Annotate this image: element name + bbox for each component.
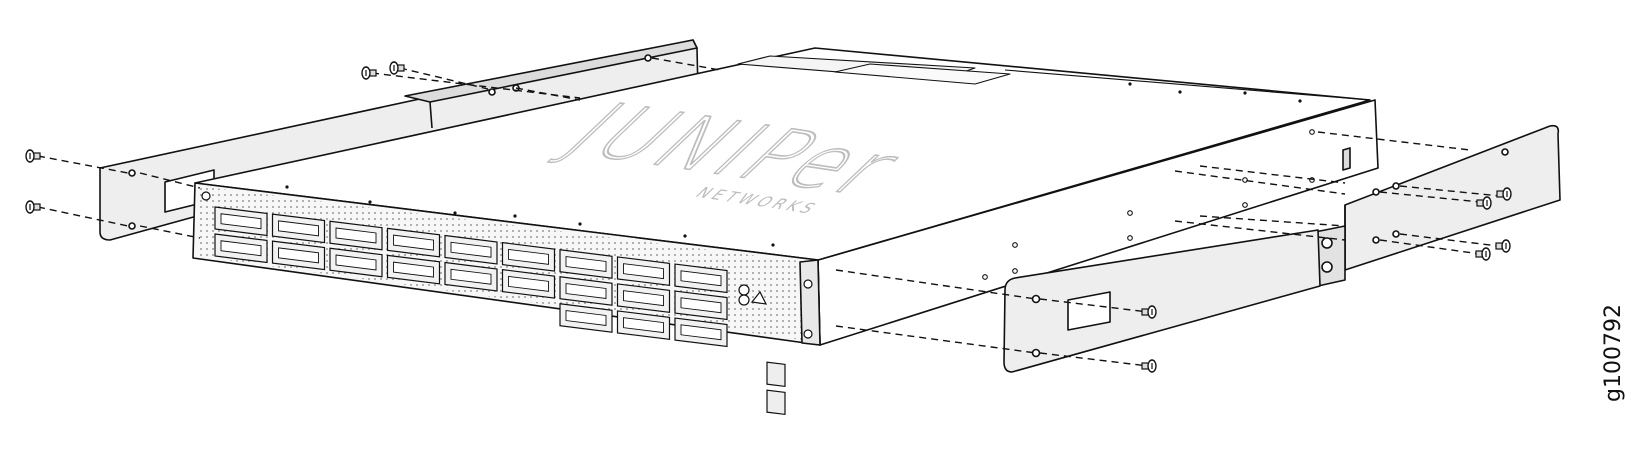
screw-icon xyxy=(25,200,41,214)
qsfp-port-opening xyxy=(393,234,434,251)
management-ports xyxy=(201,191,813,416)
qsfp-port-opening xyxy=(565,283,607,299)
screw-icon xyxy=(1141,359,1157,373)
qsfp-port-opening xyxy=(335,227,377,244)
qsfp-port-opening xyxy=(220,213,262,230)
screw-icon xyxy=(361,66,377,80)
qsfp-port-opening xyxy=(335,254,377,271)
figure-id-label: g100792 xyxy=(1601,304,1626,402)
screw-icon xyxy=(1476,196,1492,210)
qsfp-port-opening xyxy=(278,247,319,264)
qsfp-port-opening xyxy=(565,256,607,272)
qsfp-port-array xyxy=(214,206,728,348)
screw-icon xyxy=(1475,247,1491,261)
qsfp-port-opening xyxy=(508,248,549,265)
screw-icon xyxy=(1495,239,1511,253)
screw-set xyxy=(25,61,1512,373)
screw-icon xyxy=(389,61,405,75)
qsfp-port-opening xyxy=(220,240,262,257)
qsfp-port-opening xyxy=(450,268,492,285)
alignment-guides xyxy=(37,57,1501,367)
right-mounting-bracket xyxy=(1003,124,1561,373)
screw-icon xyxy=(25,149,41,163)
qsfp-port-opening xyxy=(393,261,434,278)
qsfp-port-opening xyxy=(680,297,722,314)
screw-icon xyxy=(1141,305,1157,319)
qsfp-port-opening xyxy=(623,263,664,280)
qsfp-port-opening xyxy=(623,290,664,307)
qsfp-port-opening xyxy=(450,241,492,258)
qsfp-port-opening xyxy=(680,324,722,341)
qsfp-port-opening xyxy=(278,220,319,237)
qsfp-port-opening xyxy=(623,317,664,334)
screw-icon xyxy=(1496,187,1512,201)
qsfp-port-opening xyxy=(565,310,607,326)
qsfp-port-opening xyxy=(508,275,549,292)
qsfp-port-opening xyxy=(680,270,722,287)
